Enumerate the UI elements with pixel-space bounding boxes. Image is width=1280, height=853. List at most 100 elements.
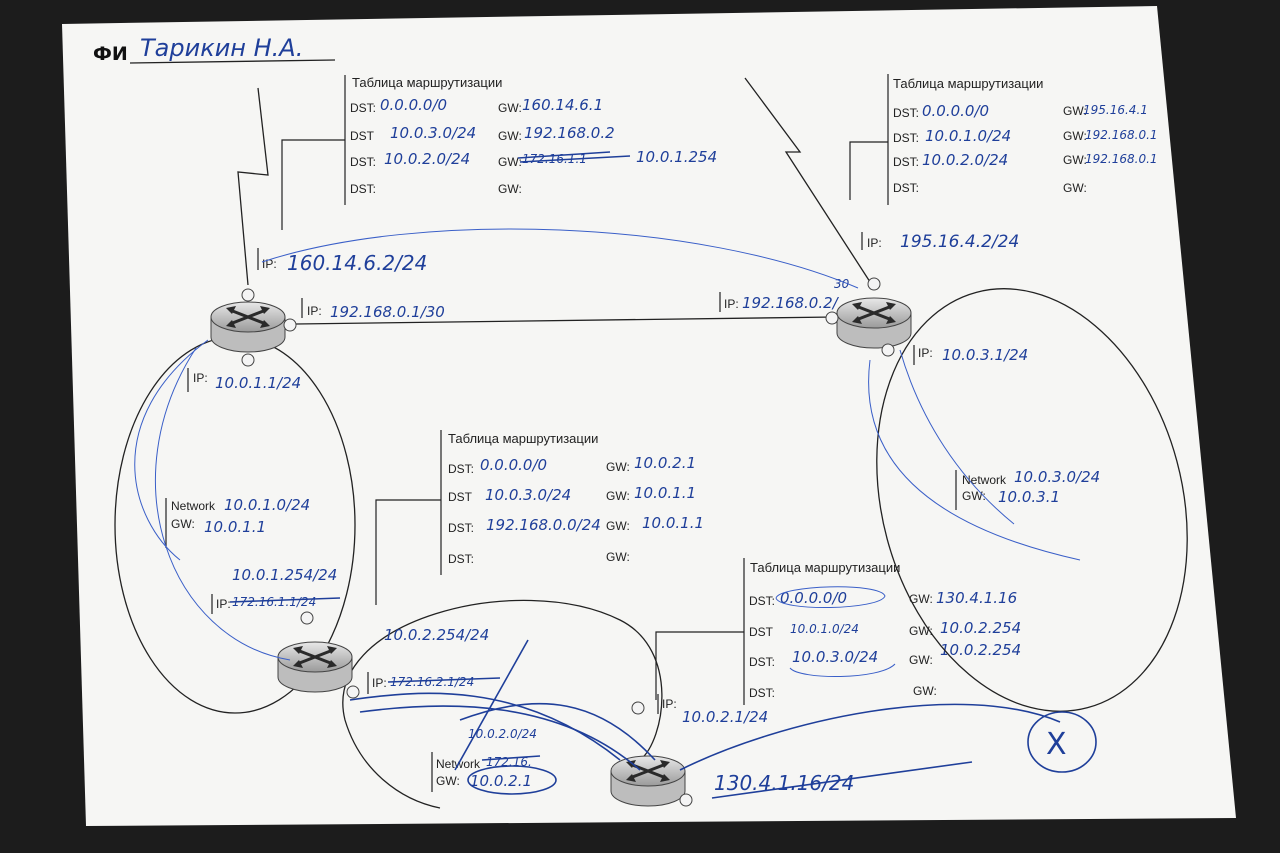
svg-text:DST:: DST:	[448, 521, 474, 535]
svg-text:GW:: GW:	[913, 684, 937, 698]
svg-text:GW:: GW:	[171, 517, 195, 531]
wan-link-r2	[744, 77, 873, 286]
svg-text:DST:: DST:	[749, 686, 775, 700]
svg-text:IP:: IP:	[307, 304, 322, 318]
ip-r4-wan: 130.4.1.16/24	[714, 771, 854, 795]
svg-text:DST:: DST:	[350, 182, 376, 196]
x-mark: X	[1027, 711, 1097, 773]
svg-text:DST:: DST:	[448, 462, 474, 476]
t4-gw-2: 10.0.2.254	[940, 619, 1021, 637]
t4-dst-3: 10.0.3.0/24	[792, 648, 878, 666]
network-left: Network GW: 10.0.1.0/24 10.0.1.1	[165, 496, 310, 548]
t2-dst-1: 0.0.0.0/0	[922, 102, 989, 120]
t3-gw-3: 10.0.1.1	[642, 514, 704, 532]
ip-r4-lan: 10.0.2.1/24	[682, 708, 768, 726]
svg-text:GW:: GW:	[606, 550, 630, 564]
link-r1-r2	[295, 316, 836, 325]
svg-text:IP:: IP:	[918, 346, 933, 360]
svg-text:DST:: DST:	[749, 655, 775, 669]
svg-text:Network: Network	[962, 473, 1007, 487]
svg-text:GW:: GW:	[962, 489, 986, 503]
routing-table-4: Таблица маршрутизации DST: DST DST: DST:…	[655, 558, 1021, 705]
ip-labels: IP: 160.14.6.2/24 IP: 192.168.0.1/30 IP:…	[187, 232, 1028, 799]
router-r1[interactable]	[209, 288, 297, 367]
svg-text:DST: DST	[448, 490, 473, 504]
paper-sheet	[62, 6, 1236, 826]
t2-dst-2: 10.0.1.0/24	[925, 127, 1011, 145]
svg-text:DST:: DST:	[749, 594, 775, 608]
t1-dst-2: 10.0.3.0/24	[390, 124, 476, 142]
net-right-network: 10.0.3.0/24	[1014, 468, 1100, 486]
route-traces	[134, 228, 1081, 771]
lan-right-ellipse	[876, 288, 1188, 712]
routing-table-1: Таблица маршрутизации DST: DST DST: DST:…	[281, 75, 717, 230]
ip-r3-up-struck: 172.16.1.1/24	[232, 595, 316, 609]
svg-text:Таблица маршрутизации: Таблица маршрутизации	[448, 431, 598, 446]
svg-text:GW:: GW:	[436, 774, 460, 788]
svg-text:DST:: DST:	[893, 106, 919, 120]
t3-dst-2: 10.0.3.0/24	[485, 486, 571, 504]
t1-dst-3: 10.0.2.0/24	[384, 150, 470, 168]
svg-text:DST:: DST:	[350, 101, 376, 115]
svg-text:IP:: IP:	[193, 371, 208, 385]
name-label: ФИ	[93, 43, 128, 65]
wan-link-r1	[237, 87, 269, 286]
t2-gw-2: 192.168.0.1	[1085, 128, 1158, 142]
ip-r3-down-new: 10.0.2.254/24	[384, 626, 489, 644]
router-r2[interactable]	[825, 277, 913, 357]
t3-gw-1: 10.0.2.1	[634, 454, 696, 472]
ip-r1-link: 192.168.0.1/30	[330, 303, 445, 321]
t1-gw-1: 160.14.6.1	[522, 96, 603, 114]
router-r3[interactable]	[276, 611, 360, 699]
t2-gw-3: 192.168.0.1	[1085, 152, 1158, 166]
ip-r1-lan: 10.0.1.1/24	[215, 374, 301, 392]
svg-text:IP:: IP:	[662, 697, 677, 711]
t1-gw-3-struck: 172.16.1.1	[522, 152, 587, 166]
svg-text:GW:: GW:	[606, 489, 630, 503]
t1-dst-1: 0.0.0.0/0	[380, 96, 447, 114]
svg-text:DST:: DST:	[893, 155, 919, 169]
svg-text:DST: DST	[749, 625, 774, 639]
t4-dst-2: 10.0.1.0/24	[790, 622, 859, 636]
svg-text:IP:: IP:	[262, 257, 277, 271]
svg-text:IP:: IP:	[372, 676, 387, 690]
t3-dst-3: 192.168.0.0/24	[486, 516, 601, 534]
ip-r2-wan: 195.16.4.2/24	[900, 232, 1019, 252]
router-r4[interactable]	[609, 701, 693, 808]
net-left-network: 10.0.1.0/24	[224, 496, 310, 514]
svg-text:Таблица маршрутизации: Таблица маршрутизации	[352, 75, 502, 90]
ip-r2-lan: 10.0.3.1/24	[942, 346, 1028, 364]
net-bottom-network-new: 10.0.2.0/24	[468, 727, 537, 741]
svg-text:GW:: GW:	[1063, 104, 1087, 118]
routing-table-2: Таблица маршрутизации DST: DST: DST: DST…	[849, 74, 1158, 205]
t2-gw-1: 195.16.4.1	[1083, 103, 1148, 117]
svg-text:Network: Network	[171, 499, 216, 513]
t3-gw-2: 10.0.1.1	[634, 484, 696, 502]
svg-text:GW:: GW:	[606, 519, 630, 533]
svg-text:DST:: DST:	[448, 552, 474, 566]
svg-text:GW:: GW:	[1063, 153, 1087, 167]
ip-r2-link: 192.168.0.2/	[742, 294, 840, 312]
svg-text:Таблица маршрутизации: Таблица маршрутизации	[750, 560, 900, 575]
svg-text:GW:: GW:	[498, 101, 522, 115]
student-name: Тарикин Н.А.	[140, 34, 303, 62]
svg-text:DST:: DST:	[350, 155, 376, 169]
svg-text:DST: DST	[350, 129, 375, 143]
t4-gw-1: 130.4.1.16	[936, 589, 1017, 607]
svg-text:DST:: DST:	[893, 131, 919, 145]
routing-table-3: Таблица маршрутизации DST: DST DST: DST:…	[375, 430, 704, 605]
ip-r1-wan: 160.14.6.2/24	[287, 251, 427, 275]
svg-text:GW:: GW:	[1063, 129, 1087, 143]
svg-text:GW:: GW:	[606, 460, 630, 474]
svg-text:IP:: IP:	[724, 297, 739, 311]
t4-dst-1: 0.0.0.0/0	[780, 589, 847, 607]
svg-text:X: X	[1046, 727, 1067, 762]
t1-gw-2: 192.168.0.2	[524, 124, 615, 142]
net-bottom-gw: 10.0.2.1	[470, 772, 532, 790]
net-left-gw: 10.0.1.1	[204, 518, 266, 536]
svg-text:GW:: GW:	[498, 182, 522, 196]
svg-text:GW:: GW:	[498, 129, 522, 143]
svg-text:DST:: DST:	[893, 181, 919, 195]
ip-r3-down-struck: 172.16.2.1/24	[390, 675, 474, 689]
